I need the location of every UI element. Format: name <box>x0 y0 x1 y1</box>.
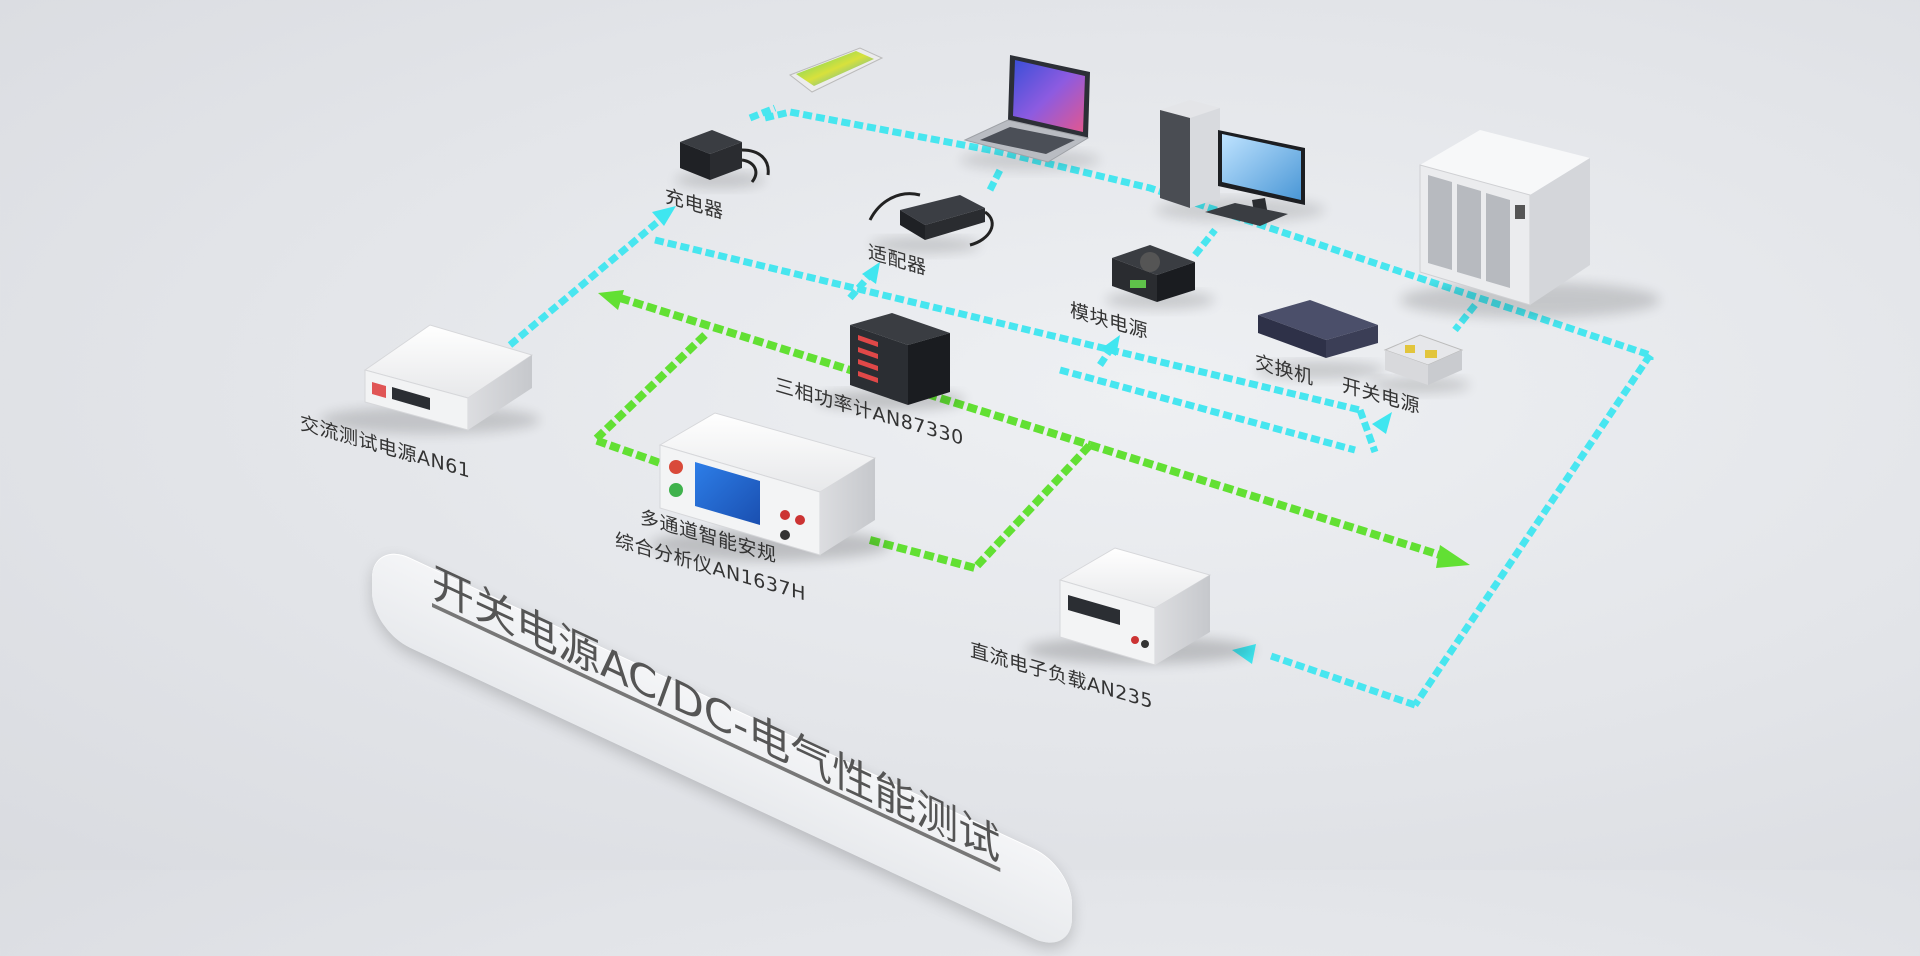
arrow-to-module <box>1102 335 1120 356</box>
desktop-pc-device <box>1155 100 1325 226</box>
phone-device <box>788 47 884 93</box>
test-topology-diagram <box>320 47 1660 709</box>
arrow-to-switch-power <box>1372 412 1392 434</box>
meas-line-to-load <box>1088 441 1442 559</box>
ac-line-right-down <box>1412 353 1653 707</box>
ac-line-lower-to-switchpower <box>1059 366 1356 454</box>
arrow-to-charger <box>652 206 676 226</box>
ac-line-to-adapter <box>847 272 873 301</box>
arrow-meas-right <box>1436 545 1470 568</box>
ac-line-to-charger <box>507 217 663 348</box>
safety-analyzer-device <box>650 412 890 561</box>
ac-line-switchpower-route <box>1356 408 1379 454</box>
meas-line-left-loop <box>587 332 708 474</box>
ac-line-to-module <box>1097 348 1113 367</box>
ac-source-device <box>320 324 540 434</box>
adapter-device <box>868 192 994 253</box>
laptop-device <box>960 55 1100 170</box>
power-meter-device <box>815 313 965 410</box>
switch-power-device <box>1370 334 1470 393</box>
ac-power-lines <box>507 104 1654 709</box>
arrow-meas-left <box>598 290 624 310</box>
network-switch-device <box>1255 300 1385 379</box>
ac-line-laptop-drop <box>986 168 1004 192</box>
ac-line-pc-drop <box>1192 227 1218 258</box>
charger-device <box>675 130 770 188</box>
server-rack-device <box>1400 130 1660 318</box>
arrow-to-adapter <box>862 262 880 284</box>
module-power-device <box>1105 245 1215 309</box>
dc-load-device <box>1025 547 1255 666</box>
ac-line-to-dc-load <box>1266 651 1417 709</box>
ac-line-top-route <box>764 108 1654 360</box>
ac-line-to-phone-charger <box>748 104 777 122</box>
ac-line-backbone <box>654 236 1361 414</box>
meas-line-bottom <box>868 442 1093 573</box>
